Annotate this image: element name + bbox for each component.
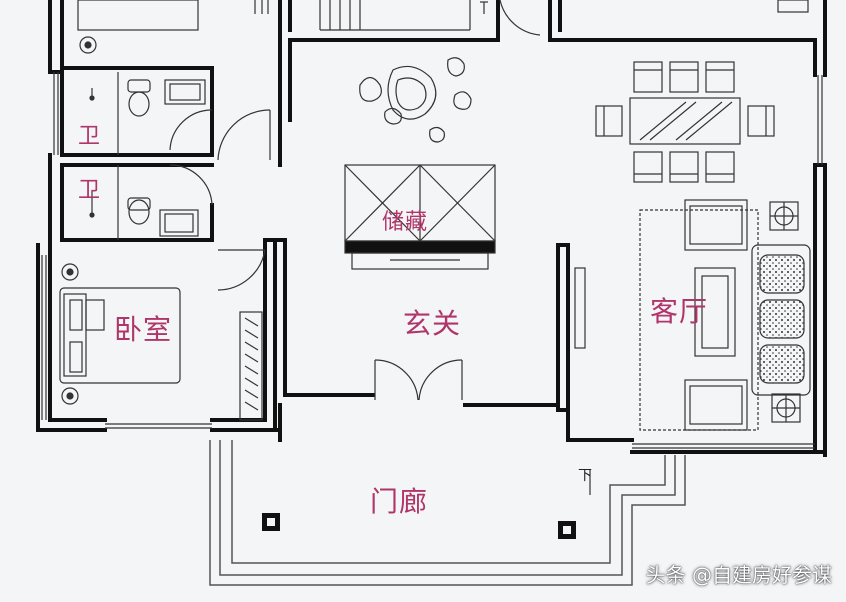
- porch-outline: [209, 440, 686, 586]
- rock-garden: [359, 57, 472, 143]
- room-label-bedroom: 卧室: [114, 313, 173, 346]
- stair-down-label: 下: [578, 468, 592, 484]
- living-furniture: [574, 199, 811, 431]
- room-label-living: 客厅: [650, 295, 709, 328]
- porch-columns: [262, 513, 576, 539]
- doors: [169, 109, 463, 401]
- upper-bedroom-furniture: [77, 0, 269, 54]
- room-label-foyer: 玄关: [403, 307, 462, 340]
- room-label-bath-lower: 卫: [78, 178, 102, 203]
- walls: [36, 0, 827, 457]
- storage-cabinet: [344, 164, 496, 270]
- watermark-text: 头条 @自建房好参谋: [645, 563, 832, 587]
- bedroom-furniture: [59, 263, 263, 421]
- room-label-bath-upper: 卫: [78, 124, 102, 149]
- room-label-porch: 门廊: [370, 485, 429, 518]
- staircase: [319, 0, 541, 36]
- windows: [41, 72, 823, 449]
- room-label-storage: 储藏: [382, 210, 429, 235]
- bathroom-fixtures: [89, 72, 206, 240]
- dining-set: [595, 0, 809, 183]
